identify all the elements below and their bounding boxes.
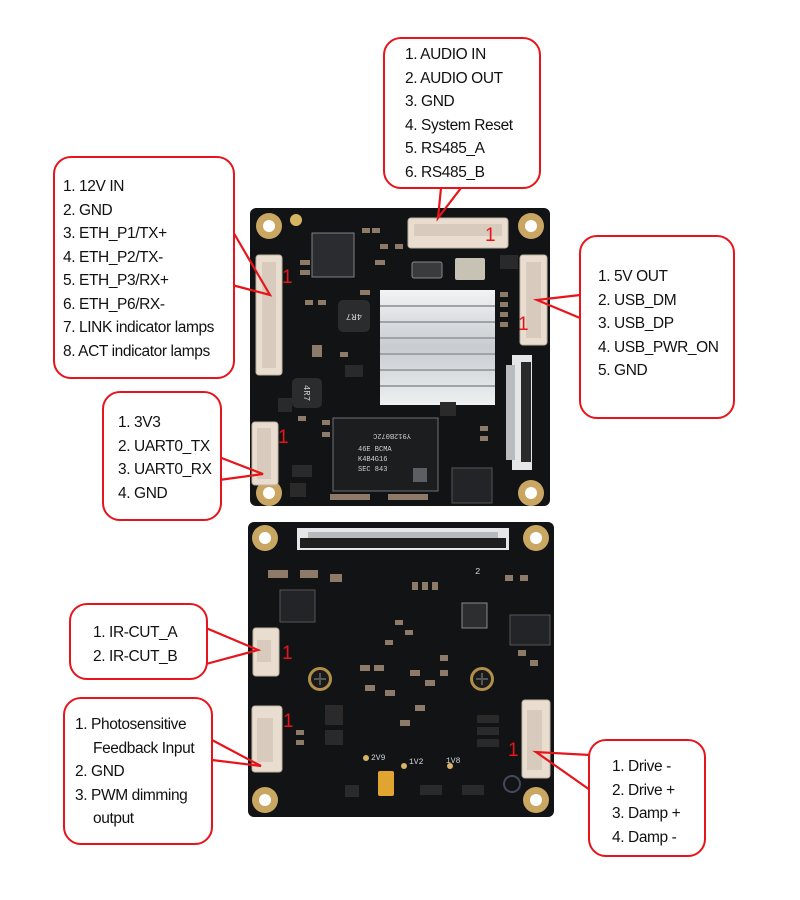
connector-photosensor[interactable] (251, 705, 283, 773)
inductor-label: 4R7 (346, 311, 362, 321)
pin-label: 2. UART0_TX (118, 437, 210, 455)
pin1-marker-usb: 1 (518, 314, 529, 335)
pin-label: 2. USB_DM (598, 291, 677, 309)
soc-chip-small (451, 467, 493, 504)
connector-power-ethernet[interactable] (255, 254, 283, 376)
top-board: 4R7 4R7 Y912B072C 46E BCMA K4B4G16 SEC 8… (250, 208, 550, 506)
pin-label: 5. RS485_A (405, 140, 485, 157)
callout-iris: 1. Drive - 2. Drive + 3. Damp + 4. Damp … (588, 739, 706, 857)
pin-label: 1. 12V IN (63, 178, 125, 195)
leader-lines (205, 187, 591, 791)
pin-label: 1. Photosensitive (75, 716, 187, 733)
leader-audio (436, 187, 462, 222)
callout-photosensor: 1. Photosensitive Feedback Input 2. GND … (63, 697, 213, 845)
tantalum-capacitor (378, 771, 394, 796)
mounting-holes-bottom (252, 525, 549, 813)
connector-uart[interactable] (251, 421, 279, 486)
memory-chip: Y912B072C 46E BCMA K4B4G16 SEC 843 (332, 417, 439, 492)
callout-audio-rs485: 1. AUDIO IN 2. AUDIO OUT 3. GND 4. Syste… (383, 37, 541, 189)
pin-label: 2. GND (63, 201, 113, 219)
test-point-label: 1V8 (446, 757, 461, 766)
pin1-marker-iris: 1 (508, 740, 519, 761)
pin-label: 7. LINK indicator lamps (63, 319, 215, 336)
chip-marking: SEC 843 (358, 466, 387, 474)
fpc-connector-bottom (297, 528, 509, 550)
ethernet-phy-chip (311, 232, 355, 278)
heatsink (380, 290, 495, 405)
pin-label: 3. GND (405, 93, 455, 110)
pin-label: 5. ETH_P3/RX+ (63, 272, 169, 289)
pin-label: 4. System Reset (405, 116, 513, 134)
inductor-2: 4R7 (292, 378, 322, 408)
pin1-marker-audio: 1 (485, 225, 496, 246)
transistor (461, 602, 488, 629)
test-point-label: 1V2 (409, 758, 424, 767)
callout-usb: 1. 5V OUT 2. USB_DM 3. USB_DP 4. USB_PWR… (579, 235, 735, 419)
pin-label: 4. ETH_P2/TX- (63, 248, 163, 266)
test-points: 2V9 1V2 1V8 (363, 754, 461, 769)
screw-right (470, 667, 494, 691)
smd-components-bottom (268, 570, 538, 797)
connector-iris[interactable] (521, 699, 551, 779)
callout-ircut: 1. IR-CUT_A 2. IR-CUT_B (69, 603, 208, 680)
chip-marking: 46E BCMA (358, 446, 392, 454)
connector-usb[interactable] (519, 254, 548, 346)
fpc-pin-label: 2 (475, 567, 480, 577)
inductor-1: 4R7 (338, 300, 370, 332)
pin-label: Feedback Input (93, 739, 195, 757)
pin1-marker-uart: 1 (278, 427, 289, 448)
pin1-marker-ethernet: 1 (282, 267, 293, 288)
leader-ethernet (231, 229, 273, 297)
pin-label: output (93, 810, 134, 827)
pin-label: 1. 5V OUT (598, 268, 668, 285)
bottom-ic-right (509, 614, 551, 646)
motor-driver-chip (279, 589, 316, 623)
pin-label: 1. Drive - (612, 758, 671, 775)
leader-uart (218, 455, 264, 482)
mounting-holes-top (256, 213, 544, 506)
pin-label: 4. Damp - (612, 828, 677, 846)
crystal-oscillator (455, 258, 485, 280)
connector-audio-rs485[interactable] (407, 217, 509, 249)
qr-code (413, 468, 427, 482)
screw-left (308, 667, 332, 691)
pin-label: 3. Damp + (612, 805, 681, 822)
bottom-board: 2 2V9 1V2 1V8 (248, 522, 554, 817)
pin-label: 3. USB_DP (598, 315, 674, 332)
leader-ircut (205, 626, 262, 666)
pin-label: 6. RS485_B (405, 163, 485, 181)
bottom-board-pcb (248, 522, 554, 817)
pin-label: 2. AUDIO OUT (405, 69, 503, 87)
chip-marking: Y912B072C (373, 431, 411, 439)
pin1-marker-ircut: 1 (282, 643, 293, 664)
pin-label: 2. GND (75, 763, 125, 780)
pin-label: 1. 3V3 (118, 414, 161, 431)
leader-usb (532, 293, 581, 320)
pin-label: 5. GND (598, 362, 648, 379)
leader-photosensor (211, 739, 262, 768)
crystal (411, 261, 443, 279)
callout-uart: 1. 3V3 2. UART0_TX 3. UART0_RX 4. GND (102, 391, 222, 521)
pin-label: 2. Drive + (612, 781, 675, 799)
pin-label: 2. IR-CUT_B (93, 647, 178, 665)
pin-label: 4. USB_PWR_ON (598, 338, 719, 356)
pin-label: 3. UART0_RX (118, 461, 212, 478)
leader-iris (532, 750, 591, 791)
inductor-label: 4R7 (301, 385, 311, 401)
pin-label: 8. ACT indicator lamps (63, 342, 210, 360)
smd-components-top (278, 228, 518, 500)
chip-marking: K4B4G16 (358, 456, 387, 464)
callout-power-ethernet: 1. 12V IN 2. GND 3. ETH_P1/TX+ 4. ETH_P2… (53, 156, 235, 379)
sensor-fpc-connector (506, 355, 532, 470)
pin-label: 3. ETH_P1/TX+ (63, 225, 167, 242)
pin-label: 6. ETH_P6/RX- (63, 295, 165, 313)
pin-label: 1. AUDIO IN (405, 46, 486, 63)
pin1-marker-photosensor: 1 (283, 711, 294, 732)
pin-label: 3. PWM dimming (75, 786, 188, 804)
pin-label: 1. IR-CUT_A (93, 624, 178, 641)
test-point-label: 2V9 (371, 754, 386, 763)
pin-label: 4. GND (118, 484, 168, 502)
connector-ircut[interactable] (252, 627, 280, 677)
